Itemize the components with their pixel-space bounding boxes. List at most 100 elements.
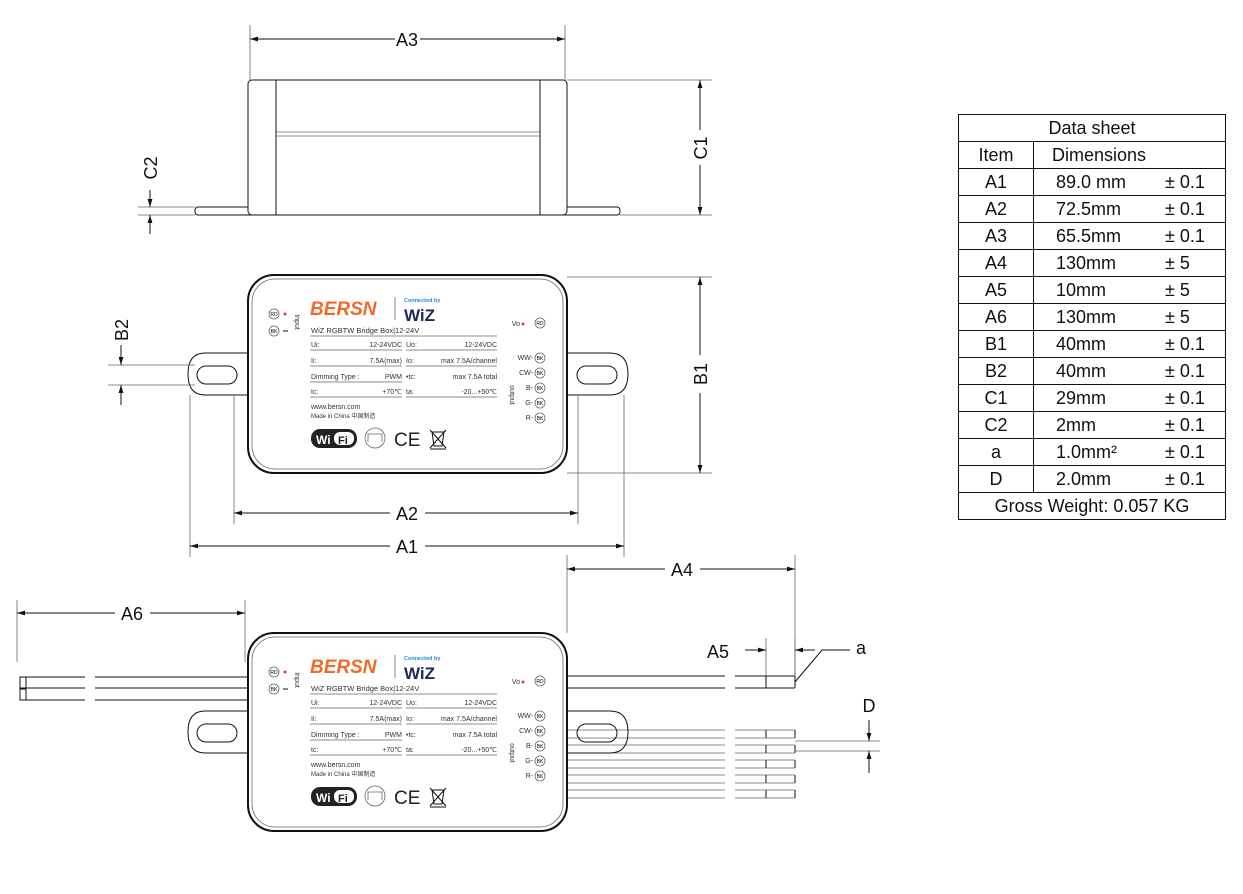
svg-text:BK: BK xyxy=(537,774,544,780)
svg-text:max 7.5A total: max 7.5A total xyxy=(453,374,498,381)
svg-text:tc:: tc: xyxy=(311,389,318,396)
col-dimensions: Dimensions xyxy=(1033,141,1226,169)
tolerance-cell: ± 5 xyxy=(1165,276,1226,304)
website-text: www.bersn.com xyxy=(310,762,361,769)
input-text: Input xyxy=(293,672,300,688)
svg-text:PWM: PWM xyxy=(385,374,402,381)
wiz-logo: WiZ xyxy=(404,664,435,683)
value-cell: 130mm xyxy=(1033,249,1165,277)
tolerance-cell: ± 0.1 xyxy=(1165,411,1226,439)
sheet-title: Data sheet xyxy=(958,114,1226,142)
svg-text:BK: BK xyxy=(537,386,544,392)
svg-text:BK: BK xyxy=(537,759,544,765)
made-in-text: Made in China 中国制造 xyxy=(311,412,375,420)
item-cell: C2 xyxy=(958,411,1034,439)
certification-circle-icon xyxy=(364,427,386,449)
ce-mark: CE xyxy=(394,430,420,451)
wiz-logo: WiZ xyxy=(404,306,435,325)
svg-text:12-24VDC: 12-24VDC xyxy=(464,342,497,349)
rd-terminal: RD xyxy=(270,312,278,318)
svg-text:A5: A5 xyxy=(707,642,729,662)
item-cell: D xyxy=(958,465,1034,493)
side-view xyxy=(194,79,621,216)
svg-text:ta:: ta: xyxy=(406,747,414,754)
svg-text:B1: B1 xyxy=(691,363,711,385)
value-cell: 29mm xyxy=(1033,384,1165,412)
svg-text:Io:: Io: xyxy=(406,358,414,365)
controller-label-view: RD BK Input BERSN Connected by WiZ WiZ R… xyxy=(247,274,568,474)
svg-text:ta:: ta: xyxy=(406,389,414,396)
svg-text:A1: A1 xyxy=(396,537,418,557)
svg-text:12-24VDC: 12-24VDC xyxy=(369,342,402,349)
svg-text:Uo:: Uo: xyxy=(406,342,417,349)
svg-text:A2: A2 xyxy=(396,504,418,524)
svg-text:max 7.5A/channel: max 7.5A/channel xyxy=(441,358,497,365)
svg-text:BK: BK xyxy=(537,714,544,720)
svg-text:+70℃: +70℃ xyxy=(382,389,402,396)
svg-text:-20...+50℃: -20...+50℃ xyxy=(461,389,497,396)
item-cell: B2 xyxy=(958,357,1034,385)
col-item: Item xyxy=(958,141,1034,169)
value-cell: 2mm xyxy=(1033,411,1165,439)
connected-by-text: Connected by xyxy=(404,656,441,662)
value-cell: 65.5mm xyxy=(1033,222,1165,250)
value-cell: 130mm xyxy=(1033,303,1165,331)
svg-text:-20...+50℃: -20...+50℃ xyxy=(461,747,497,754)
svg-text:Fi: Fi xyxy=(338,793,348,805)
svg-text:output: output xyxy=(508,743,515,763)
tolerance-cell: ± 0.1 xyxy=(1165,330,1226,358)
svg-text:7.5A(max): 7.5A(max) xyxy=(370,358,402,365)
svg-text:BK: BK xyxy=(537,744,544,750)
brand-logo: BERSN xyxy=(310,299,378,320)
tolerance-cell: ± 5 xyxy=(1165,249,1226,277)
connected-by-text: Connected by xyxy=(404,298,441,304)
svg-text:BK: BK xyxy=(537,729,544,735)
svg-text:RD: RD xyxy=(536,679,544,685)
svg-text:12-24VDC: 12-24VDC xyxy=(464,700,497,707)
input-text: Input xyxy=(293,314,300,330)
value-cell: 10mm xyxy=(1033,276,1165,304)
value-cell: 40mm xyxy=(1033,330,1165,358)
svg-text:Fi: Fi xyxy=(338,435,348,447)
svg-text:C1: C1 xyxy=(691,136,711,159)
controller-wired-view: RD BK Input BERSN Connected by WiZ WiZ R… xyxy=(247,632,568,832)
svg-text:tc:: tc: xyxy=(311,747,318,754)
item-cell: A5 xyxy=(958,276,1034,304)
svg-text:Ui:: Ui: xyxy=(311,342,320,349)
spec-rows: Ui:12-24VDC Uo:12-24VDC Ii:7.5A(max) Io:… xyxy=(310,342,498,398)
svg-text:•tc:: •tc: xyxy=(406,374,416,381)
output-channels: WW-BK CW-BK B-BK G-BK R-BK xyxy=(518,710,546,782)
brand-logo: BERSN xyxy=(310,657,378,678)
svg-text:BK: BK xyxy=(537,401,544,407)
item-cell: A2 xyxy=(958,195,1034,223)
svg-text:A6: A6 xyxy=(121,604,143,624)
weee-bin-icon xyxy=(429,429,447,450)
svg-text:CW-: CW- xyxy=(519,370,534,377)
svg-text:12-24VDC: 12-24VDC xyxy=(369,700,402,707)
item-cell: a xyxy=(958,438,1034,466)
svg-text:BK: BK xyxy=(537,356,544,362)
wifi-logo: Wi Fi xyxy=(311,787,357,806)
item-cell: A4 xyxy=(958,249,1034,277)
svg-text:WW-: WW- xyxy=(518,713,534,720)
svg-text:R-: R- xyxy=(526,773,534,780)
svg-text:G-: G- xyxy=(525,758,533,765)
dimension-lines: A3 C1 C2 B2 B1 A2 A1 A4 A6 A5 a D xyxy=(16,25,880,773)
rd-terminal: RD xyxy=(270,670,278,676)
svg-text:D: D xyxy=(863,696,876,716)
item-cell: B1 xyxy=(958,330,1034,358)
svg-text:+70℃: +70℃ xyxy=(382,747,402,754)
tolerance-cell: ± 0.1 xyxy=(1165,357,1226,385)
svg-text:WW-: WW- xyxy=(518,355,534,362)
svg-text:Wi: Wi xyxy=(316,433,331,447)
svg-text:B2: B2 xyxy=(112,319,132,341)
